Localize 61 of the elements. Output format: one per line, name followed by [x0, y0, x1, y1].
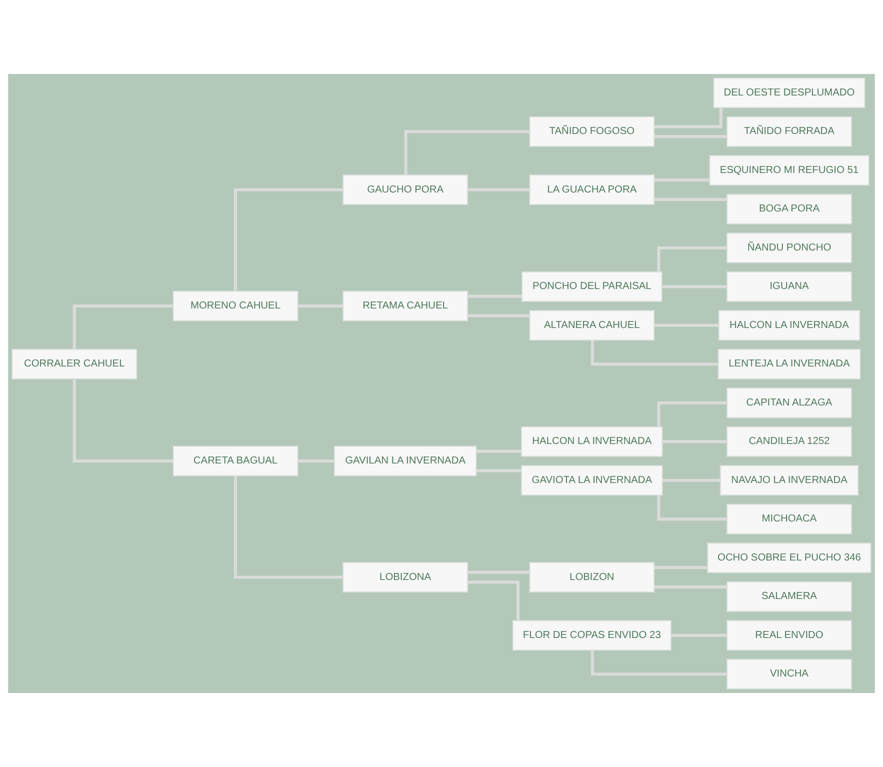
node-box: OCHO SOBRE EL PUCHO 346 [707, 542, 872, 574]
node-box: GAUCHO PORA [342, 174, 468, 206]
node-box: ÑANDU PONCHO [726, 232, 852, 264]
connector [654, 324, 719, 327]
connector [468, 314, 530, 318]
node-box: HALCON LA INVERNADA [521, 426, 663, 457]
connector [590, 340, 718, 366]
connector [468, 294, 522, 298]
connector [234, 188, 344, 291]
node-box: NAVAJO LA INVERNADA [720, 465, 859, 496]
connector [468, 580, 520, 621]
node-box: CARETA BAGUAL [172, 446, 298, 476]
connector [234, 476, 344, 579]
node-box: LOBIZONA [342, 562, 468, 593]
node-box: CAPITAN ALZAGA [726, 388, 852, 418]
connector [662, 440, 727, 444]
connector [476, 450, 522, 453]
connector [654, 108, 722, 128]
connector [654, 198, 727, 201]
node-box: MORENO CAHUEL [172, 290, 298, 322]
node-box: GAVILAN LA INVERNADA [334, 446, 477, 476]
connector [476, 469, 522, 472]
connector [298, 304, 344, 308]
connector [662, 478, 720, 482]
connector [662, 285, 727, 288]
node-box: CANDILEJA 1252 [726, 426, 852, 457]
node-box: ALTANERA CAHUEL [529, 310, 655, 341]
node-box: FLOR DE COPAS ENVIDO 23 [512, 620, 672, 651]
connector [657, 246, 728, 272]
node-box: MICHOACA [726, 504, 852, 534]
node-box: TAÑIDO FOGOSO [529, 116, 655, 147]
connector [654, 566, 708, 570]
node-box: DEL OESTE DESPLUMADO [713, 78, 866, 108]
node-box: GAVIOTA LA INVERNADA [521, 465, 663, 496]
node-box: REAL ENVIDO [726, 620, 852, 651]
connector [654, 135, 727, 138]
connector [468, 570, 530, 574]
node-box: PONCHO DEL PARAISAL [522, 271, 662, 302]
node-box: BOGA PORA [726, 194, 852, 224]
node-box: LOBIZON [529, 562, 655, 593]
connector [298, 459, 334, 463]
node-box: SALAMERA [726, 581, 852, 612]
node-box: IGUANA [726, 271, 852, 302]
node-box: LA GUACHA PORA [529, 174, 655, 206]
node-box: CORRALER CAHUEL [12, 348, 138, 380]
node-box: HALCON LA INVERNADA [718, 310, 860, 341]
node-box: VINCHA [726, 658, 852, 690]
node-box: ESQUINERO MI REFUGIO 51 [709, 155, 870, 186]
node-box: LENTEJA LA INVERNADA [718, 348, 861, 380]
node-box: TAÑIDO FORRADA [726, 116, 852, 147]
connector [654, 178, 710, 182]
connector [657, 401, 728, 427]
connector [657, 495, 728, 521]
connector [72, 304, 174, 350]
connector [654, 585, 727, 588]
connector [590, 650, 727, 676]
connector [404, 130, 530, 175]
connector [468, 188, 530, 192]
connector [671, 634, 727, 637]
connector [72, 379, 174, 463]
node-box: RETAMA CAHUEL [342, 290, 468, 322]
